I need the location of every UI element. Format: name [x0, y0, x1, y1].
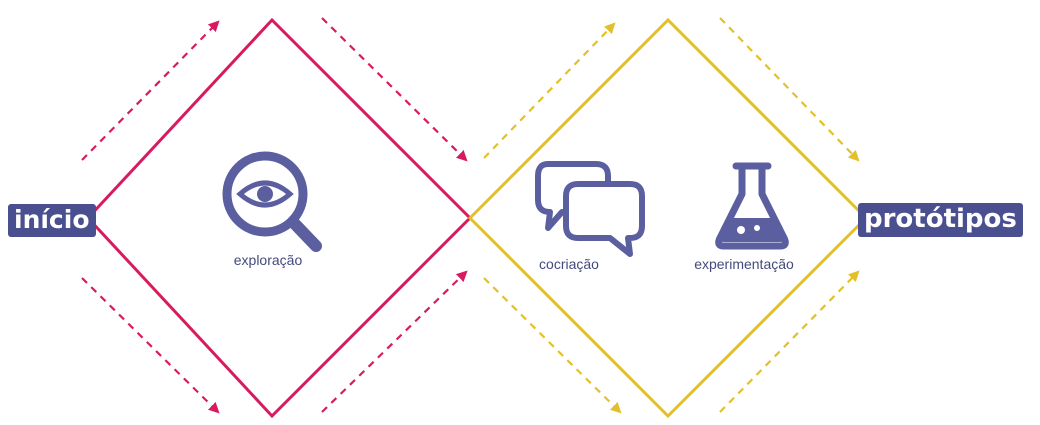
start-label: início [8, 204, 96, 237]
phase-label-exploration: exploração [233, 252, 303, 268]
eye-magnifier-icon [222, 151, 322, 252]
chat-bubbles-icon [535, 161, 645, 257]
diamond-exploration [85, 17, 473, 419]
arrow-magenta-2 [321, 17, 468, 162]
arrow-yellow-1 [483, 22, 616, 159]
phase-label-experimentation: experimentação [694, 256, 794, 272]
arrow-yellow-4 [719, 270, 860, 413]
arrow-yellow-3 [483, 277, 622, 414]
diamond-prototyping [467, 17, 869, 419]
flask-icon [715, 162, 789, 250]
arrow-magenta-3 [81, 277, 220, 414]
arrow-magenta-1 [81, 20, 220, 161]
arrow-yellow-2 [719, 17, 860, 162]
phase-label-cocreation: cocriação [539, 256, 599, 272]
end-label: protótipos [858, 203, 1023, 237]
